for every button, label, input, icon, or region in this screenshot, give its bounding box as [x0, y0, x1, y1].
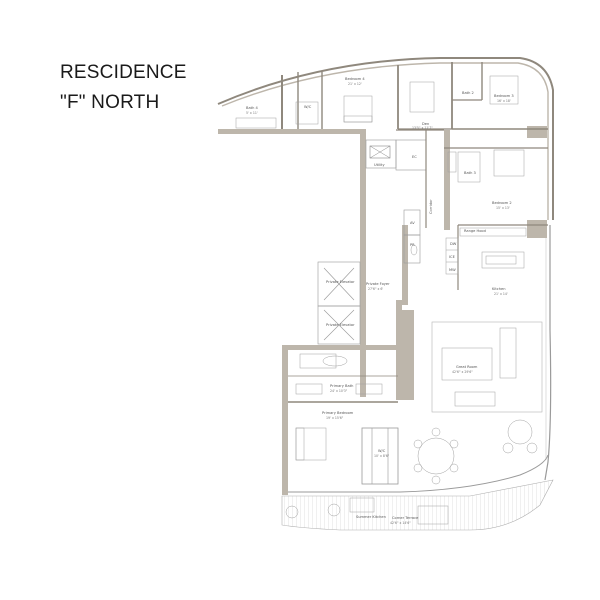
room-pr-name: PR [410, 243, 415, 247]
room-private-foyer-name: Private Foyer [366, 282, 390, 286]
room-bath4-name: Bath 4 [246, 106, 258, 110]
room-private-elevator2-name: Private Elevator [326, 323, 355, 327]
foyer-wall [402, 225, 408, 305]
corridor-wall-top [218, 129, 364, 134]
foyer-pier [402, 310, 414, 400]
column-bedroom [527, 126, 547, 138]
room-wic-primary-name: W/C [378, 449, 386, 453]
room-bedroom2-dim: 15' x 13' [496, 206, 510, 210]
room-range-hood-name: Range Hood [464, 229, 486, 233]
room-corner-terrace-dim: 42'6" x 14'6" [390, 521, 411, 525]
room-great-room-dim: 42'6" x 29'6" [452, 370, 473, 374]
appliance-ice: ICE [449, 255, 456, 259]
room-den-dim: 13'5" x 11'7" [412, 126, 433, 130]
room-kitchen-name: Kitchen [492, 287, 506, 291]
bath3-wall [444, 130, 450, 230]
core-wall-right [396, 300, 402, 400]
room-bedroom3-name: Bedroom 3 [494, 94, 514, 98]
room-bath3-name: Bath 3 [464, 171, 476, 175]
room-bedroom4-name: Bedroom 4 [345, 77, 365, 81]
room-private-elevator1-name: Private Elevator [326, 280, 355, 284]
room-bedroom3-dim: 16' x 18' [497, 99, 511, 103]
column-kitchen [527, 220, 547, 238]
core-wall-left [360, 129, 366, 397]
plan-title-line1: RESCIDENCE [60, 62, 187, 83]
right-facade [544, 225, 552, 481]
room-primary-bath-name: Primary Bath [330, 384, 353, 388]
room-bedroom2-name: Bedroom 2 [492, 201, 512, 205]
room-bath4-dim: 5' x 11' [246, 111, 258, 115]
outer-wall-top [217, 57, 554, 220]
room-corner-terrace-name: Corner Terrace [392, 516, 419, 520]
room-corridor-name: Corridor [429, 199, 433, 214]
room-ec-name: EC [412, 155, 417, 159]
primary-wall-top [288, 345, 398, 350]
room-av-name: AV [410, 221, 415, 225]
room-utility-name: Utility [374, 163, 385, 167]
bottom-facade [282, 454, 549, 493]
room-private-foyer-dim: 27'6" x 6' [368, 287, 383, 291]
appliance-mw: MW [449, 268, 456, 272]
room-bath2-name: Bath 2 [462, 91, 474, 95]
room-kitchen-dim: 21' x 14' [494, 292, 508, 296]
room-bedroom4-dim: 21' x 12' [348, 82, 362, 86]
room-summer-kitchen-name: Summer Kitchen [356, 515, 386, 519]
room-wic-top-name: W/C [304, 105, 312, 109]
plan-title-line2: "F" NORTH [60, 92, 160, 113]
room-den-name: Den [422, 122, 429, 126]
room-primary-bath-dim: 24' x 10'3" [330, 389, 348, 393]
room-primary-bedroom-dim: 19' x 15'6" [326, 416, 344, 420]
primary-wall-left [282, 345, 288, 495]
room-primary-bedroom-name: Primary Bedroom [322, 411, 354, 415]
room-wic-primary-dim: 10' x 8'6" [374, 454, 390, 458]
appliance-dw: DW [450, 242, 457, 246]
terrace-deck [281, 479, 554, 531]
room-great-room-name: Great Room [456, 365, 478, 369]
